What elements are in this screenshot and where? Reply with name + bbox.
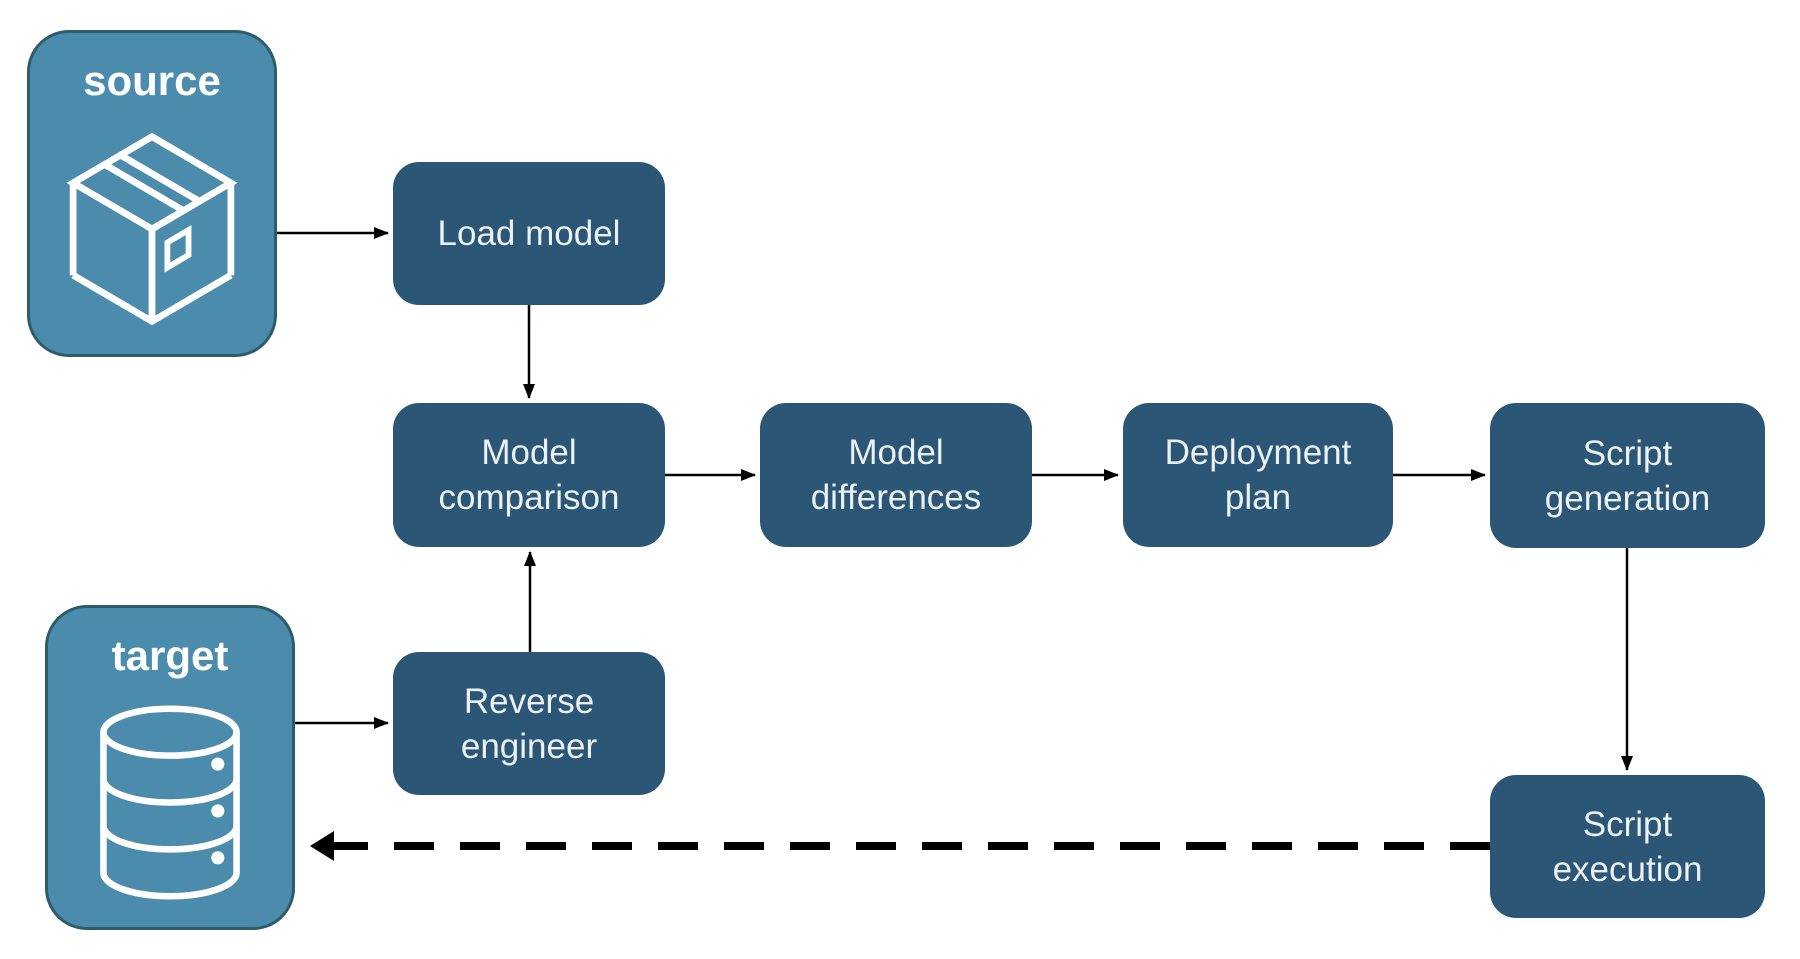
- step-model-comparison-label-line1: Model: [481, 433, 577, 472]
- step-reverse-engineer: Reverse engineer: [393, 652, 665, 795]
- step-load-model: Load model: [393, 162, 665, 305]
- step-script-execution-label-line2: execution: [1552, 849, 1703, 889]
- step-model-differences-label-line1: Model: [848, 433, 944, 472]
- source-node: source: [27, 30, 277, 357]
- step-script-execution: Script execution: [1490, 775, 1765, 918]
- step-script-execution-label-line1: Script: [1582, 804, 1673, 844]
- database-icon: [100, 705, 240, 900]
- target-node: target: [45, 605, 295, 930]
- step-deployment-plan-label-line2: plan: [1224, 478, 1292, 517]
- step-model-comparison-label-line2: comparison: [438, 478, 620, 517]
- step-reverse-engineer-label-line2: engineer: [460, 726, 598, 766]
- step-deployment-plan-label-line1: Deployment: [1164, 433, 1352, 472]
- target-label: target: [111, 632, 229, 679]
- step-script-generation-label-line1: Script: [1582, 433, 1673, 473]
- step-model-comparison: Model comparison: [393, 403, 665, 547]
- step-script-generation: Script generation: [1490, 403, 1765, 548]
- step-model-differences: Model differences: [760, 403, 1032, 547]
- source-label: source: [83, 57, 221, 104]
- step-model-differences-label-line2: differences: [810, 478, 982, 517]
- step-deployment-plan: Deployment plan: [1123, 403, 1393, 547]
- step-script-generation-label-line2: generation: [1544, 478, 1711, 518]
- step-reverse-engineer-label-line1: Reverse: [463, 681, 595, 721]
- package-icon: [66, 132, 238, 326]
- step-load-model-label: Load model: [437, 214, 621, 253]
